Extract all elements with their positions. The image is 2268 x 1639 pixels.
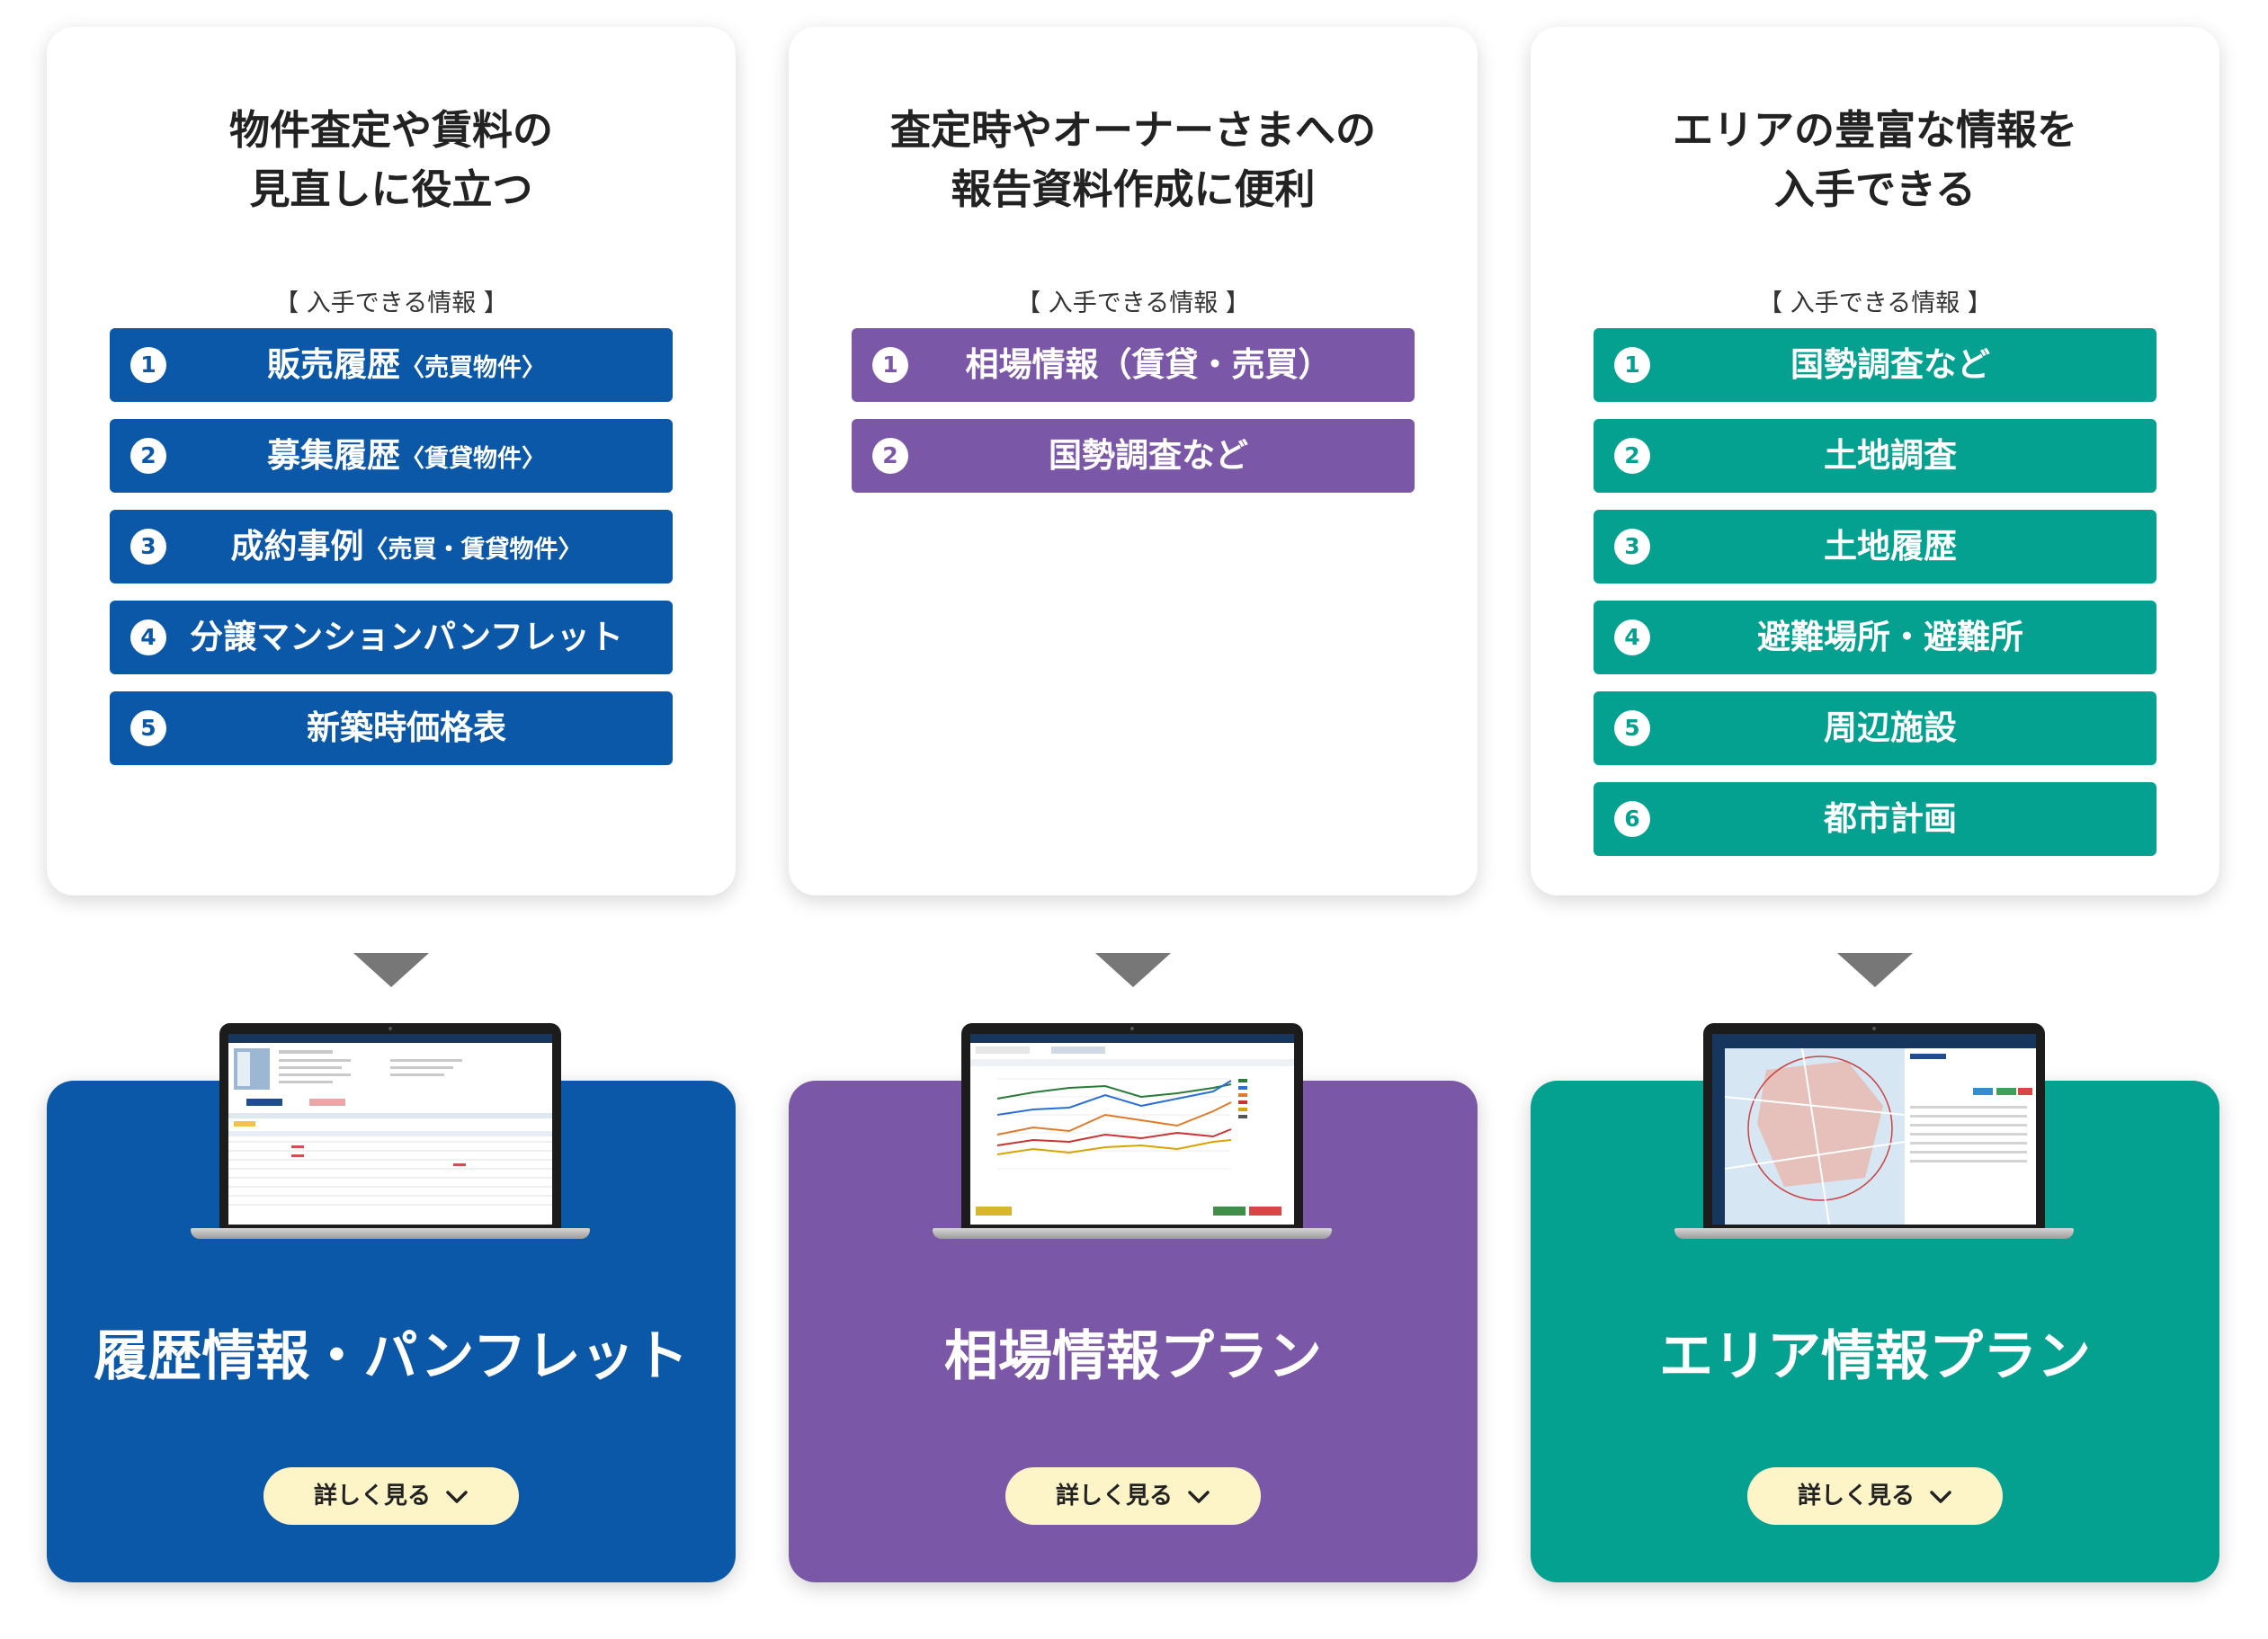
item-label: 成約事例 <box>230 527 364 566</box>
info-item: 1 相場情報（賃貸・売買） <box>852 328 1415 402</box>
history-screenshot-image <box>228 1034 552 1206</box>
item-label: 土地履歴 <box>1824 527 1957 566</box>
see-more-button[interactable]: 詳しく見る <box>1747 1467 2003 1525</box>
item-number: 5 <box>130 710 166 746</box>
info-item: 6 都市計画 <box>1594 782 2156 856</box>
item-number: 3 <box>130 529 166 565</box>
item-number: 4 <box>130 619 166 655</box>
chevron-down-icon <box>1188 1490 1210 1503</box>
item-label: 国勢調査など <box>1049 436 1248 475</box>
item-number: 2 <box>872 438 908 474</box>
info-card-area: エリアの豊富な情報を 入手できる 【 入手できる情報 】 1 国勢調査など 2 … <box>1531 27 2219 895</box>
plan-title: エリア情報プラン <box>1659 1325 2091 1388</box>
card-subhead: 【 入手できる情報 】 <box>1758 289 1992 317</box>
item-label: 周辺施設 <box>1824 708 1957 747</box>
down-arrow-icon <box>1095 953 1171 987</box>
see-more-button[interactable]: 詳しく見る <box>263 1467 519 1525</box>
item-number: 1 <box>1614 347 1650 383</box>
info-item: 2 土地調査 <box>1594 419 2156 493</box>
chevron-down-icon <box>446 1490 468 1503</box>
info-item: 5 周辺施設 <box>1594 691 2156 765</box>
info-card-history: 物件査定や賃料の 見直しに役立つ 【 入手できる情報 】 1 販売履歴〈売買物件… <box>47 27 736 895</box>
item-label: 避難場所・避難所 <box>1757 618 2023 656</box>
laptop-chart-screenshot <box>933 1023 1332 1243</box>
laptop-history-screenshot <box>191 1023 590 1243</box>
item-number: 4 <box>1614 619 1650 655</box>
card-subhead: 【 入手できる情報 】 <box>1016 289 1250 317</box>
map-screenshot-image <box>1712 1034 2036 1225</box>
card-heading: 物件査定や賃料の 見直しに役立つ <box>228 106 553 213</box>
chevron-down-icon <box>1930 1490 1951 1503</box>
see-more-button[interactable]: 詳しく見る <box>1005 1467 1261 1525</box>
info-item: 1 販売履歴〈売買物件〉 <box>110 328 673 402</box>
item-sub-label: 〈売買物件〉 <box>400 354 546 382</box>
item-number: 1 <box>130 347 166 383</box>
item-sub-label: 〈賃貸物件〉 <box>400 445 546 473</box>
item-number: 3 <box>1614 529 1650 565</box>
down-arrow-icon <box>1837 953 1913 987</box>
item-label: 募集履歴 <box>267 436 400 475</box>
down-arrow-icon <box>353 953 429 987</box>
info-card-market: 査定時やオーナーさまへの 報告資料作成に便利 【 入手できる情報 】 1 相場情… <box>789 27 1478 895</box>
see-more-label: 詳しく見る <box>313 1483 431 1510</box>
see-more-label: 詳しく見る <box>1055 1483 1173 1510</box>
info-item: 2 募集履歴〈賃貸物件〉 <box>110 419 673 493</box>
item-label: 国勢調査など <box>1790 345 1990 384</box>
info-item: 4 避難場所・避難所 <box>1594 601 2156 674</box>
card-heading: 査定時やオーナーさまへの 報告資料作成に便利 <box>889 106 1376 213</box>
info-item: 3 土地履歴 <box>1594 510 2156 583</box>
info-item: 4 分譲マンションパンフレット <box>110 601 673 674</box>
plan-title: 履歴情報・パンフレット <box>94 1325 689 1388</box>
info-item: 3 成約事例〈売買・賃貸物件〉 <box>110 510 673 583</box>
item-number: 2 <box>1614 438 1650 474</box>
laptop-map-screenshot <box>1674 1023 2074 1243</box>
chart-screenshot-image <box>970 1034 1294 1216</box>
item-label: 分譲マンションパンフレット <box>190 618 623 656</box>
item-number: 6 <box>1614 801 1650 837</box>
item-number: 5 <box>1614 710 1650 746</box>
item-number: 1 <box>872 347 908 383</box>
item-label: 都市計画 <box>1824 799 1957 838</box>
item-sub-label: 〈売買・賃貸物件〉 <box>363 536 583 564</box>
info-item: 2 国勢調査など <box>852 419 1415 493</box>
card-subhead: 【 入手できる情報 】 <box>274 289 508 317</box>
item-label: 新築時価格表 <box>307 708 506 747</box>
plan-title: 相場情報プラン <box>944 1325 1322 1388</box>
info-item: 1 国勢調査など <box>1594 328 2156 402</box>
card-heading: エリアの豊富な情報を 入手できる <box>1672 106 2077 213</box>
item-number: 2 <box>130 438 166 474</box>
see-more-label: 詳しく見る <box>1797 1483 1915 1510</box>
item-label: 相場情報（賃貸・売買） <box>965 345 1332 384</box>
plan-panel-market[interactable]: 相場情報プラン 詳しく見る <box>789 1081 1478 1582</box>
info-item: 5 新築時価格表 <box>110 691 673 765</box>
item-label: 販売履歴 <box>267 345 400 384</box>
item-label: 土地調査 <box>1824 436 1957 475</box>
